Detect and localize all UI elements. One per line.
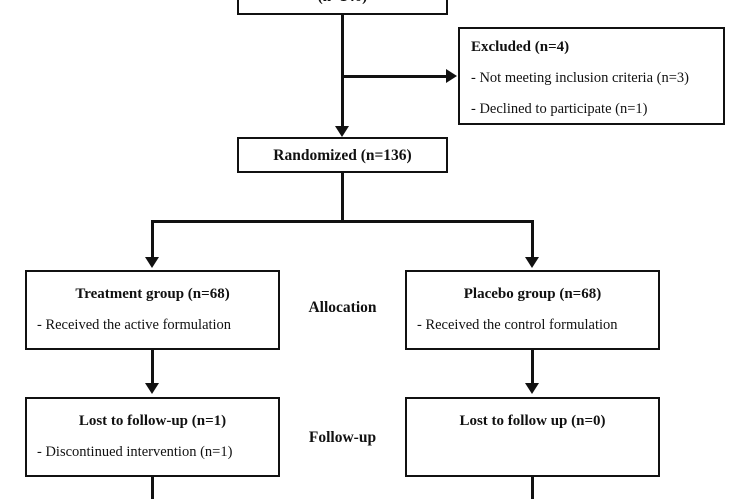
placebo-group-box: Placebo group (n=68) - Received the cont… bbox=[405, 270, 660, 350]
excluded-title: Excluded (n=4) bbox=[471, 39, 570, 55]
treatment-followup-title: Lost to follow-up (n=1) bbox=[78, 413, 227, 429]
treatment-followup-box: Lost to follow-up (n=1) - Discontinued i… bbox=[25, 397, 280, 477]
connector-placebo-followup bbox=[531, 350, 534, 383]
randomized-title: Randomized (n=136) bbox=[273, 146, 412, 164]
treatment-group-title: Treatment group (n=68) bbox=[75, 286, 230, 302]
treatment-followup-item: - Discontinued intervention (n=1) bbox=[37, 444, 233, 460]
placebo-group-item: - Received the control formulation bbox=[417, 317, 618, 333]
placebo-followup-title: Lost to follow up (n=0) bbox=[459, 413, 606, 429]
arrowhead-down-placebo bbox=[525, 257, 539, 268]
placebo-group-title: Placebo group (n=68) bbox=[463, 286, 602, 302]
arrowhead-right-excluded bbox=[446, 69, 457, 83]
excluded-item: - Not meeting inclusion criteria (n=3) bbox=[471, 70, 689, 86]
placebo-followup-box: Lost to follow up (n=0) bbox=[405, 397, 660, 477]
connector-enrollment-randomized bbox=[341, 15, 344, 126]
arrowhead-down-randomized bbox=[335, 126, 349, 137]
connector-treatment-followup bbox=[151, 350, 154, 383]
connector-excluded bbox=[341, 75, 446, 78]
arrowhead-down-treatment-followup bbox=[145, 383, 159, 394]
branch-horizontal-line bbox=[151, 220, 534, 223]
branch-left-drop bbox=[151, 220, 154, 257]
followup-stage-label: Follow-up bbox=[308, 429, 377, 446]
arrowhead-down-placebo-followup bbox=[525, 383, 539, 394]
allocation-stage-label: Allocation bbox=[308, 299, 377, 316]
excluded-box: Excluded (n=4) - Not meeting inclusion c… bbox=[458, 27, 725, 125]
connector-randomized-branch bbox=[341, 173, 344, 222]
bottom-stub-right bbox=[531, 477, 534, 499]
enrollment-box: (n=140) bbox=[237, 0, 448, 15]
treatment-group-box: Treatment group (n=68) - Received the ac… bbox=[25, 270, 280, 350]
excluded-item: - Declined to participate (n=1) bbox=[471, 101, 648, 117]
branch-right-drop bbox=[531, 220, 534, 257]
treatment-group-item: - Received the active formulation bbox=[37, 317, 232, 333]
bottom-stub-left bbox=[151, 477, 154, 499]
enrollment-partial-text: (n=140) bbox=[318, 0, 367, 13]
arrowhead-down-treatment bbox=[145, 257, 159, 268]
randomized-box: Randomized (n=136) bbox=[237, 137, 448, 173]
